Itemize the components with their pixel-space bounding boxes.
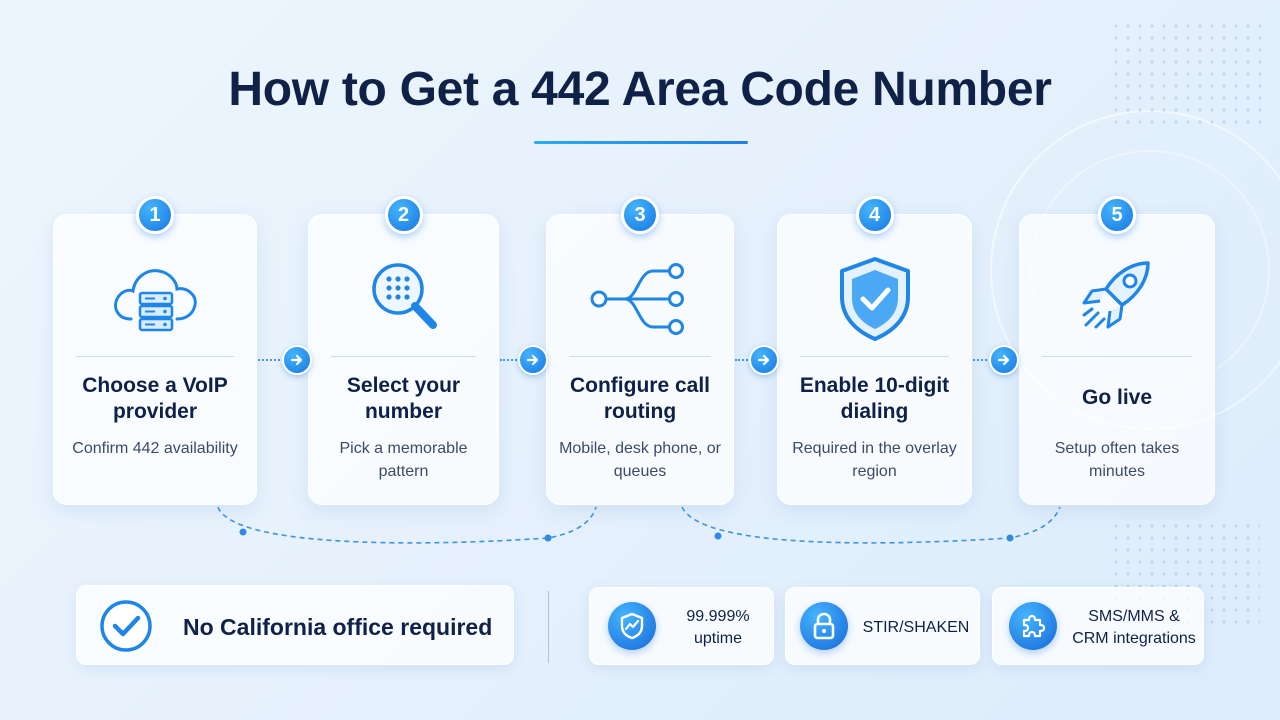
card-divider: [76, 356, 234, 357]
cloud-server-icon: [107, 253, 203, 344]
connector-line: [500, 359, 520, 361]
arrow-right-icon: [749, 345, 779, 375]
step-title: Enable 10-digit dialing: [799, 374, 950, 423]
keypad-search-icon: [356, 253, 452, 348]
step-card-1: 1 Choose a VoIP provider Confirm 442 ava…: [53, 196, 257, 505]
step-number-badge: 5: [1098, 196, 1136, 234]
highlight-text: No California office required: [183, 614, 493, 640]
arrow-right-icon: [282, 345, 312, 375]
feature-text: 99.999% uptime: [686, 608, 750, 647]
step-card-2: 2 Select your number Pick a memorable pa…: [308, 196, 499, 505]
feature-text: SMS/MMS & CRM integrations: [1072, 608, 1196, 647]
check-circle-icon: [99, 599, 153, 658]
shield-check-icon: [830, 253, 920, 350]
step-number-badge: 2: [384, 196, 423, 234]
step-card-3: 3 Configure call routing Mobile, desk ph…: [546, 196, 734, 505]
step-number-badge: 4: [855, 196, 894, 234]
feature-uptime: 99.999% uptime: [589, 587, 774, 665]
arrow-right-icon: [989, 345, 1019, 375]
puzzle-icon: [1009, 602, 1057, 650]
curve-dot: [1006, 534, 1014, 542]
step-title: Choose a VoIP provider: [82, 374, 228, 423]
lock-icon: [800, 602, 848, 650]
page-title: How to Get a 442 Area Code Number: [228, 63, 1052, 116]
curve-dot: [544, 534, 552, 542]
arrow-right-icon: [518, 345, 548, 375]
card-divider: [800, 356, 949, 357]
connector-line: [258, 359, 284, 361]
step-description: Mobile, desk phone, or queues: [559, 440, 721, 480]
routing-branch-icon: [585, 253, 695, 344]
curve-dot: [714, 532, 722, 540]
background-dots: [1110, 20, 1270, 130]
step-description: Confirm 442 availability: [72, 440, 238, 457]
curve-dot: [239, 528, 247, 536]
card-divider: [331, 356, 476, 357]
shield-trend-icon: [608, 602, 656, 650]
title-underline: [534, 141, 748, 144]
step-number-badge: 3: [621, 196, 659, 234]
connector-line: [973, 359, 991, 361]
step-description: Setup often takes minutes: [1054, 440, 1180, 480]
dashed-curve: [681, 506, 1061, 544]
step-card-4: 4 Enable 10-digit dialing Required in th…: [777, 196, 972, 505]
step-number-badge: 1: [136, 196, 174, 234]
card-divider: [569, 356, 711, 357]
step-description: Pick a memorable pattern: [339, 440, 468, 480]
connector-line: [735, 359, 751, 361]
step-card-5: 5 Go live Setup often takes minutes: [1019, 196, 1215, 505]
feature-integrations: SMS/MMS & CRM integrations: [992, 587, 1204, 665]
card-divider: [1042, 356, 1192, 357]
step-title: Go live: [1081, 386, 1153, 409]
vertical-divider: [548, 591, 549, 663]
feature-text: STIR/SHAKEN: [862, 619, 970, 636]
rocket-icon: [1072, 253, 1162, 348]
feature-stir-shaken: STIR/SHAKEN: [785, 587, 980, 665]
highlight-banner: No California office required: [76, 585, 514, 665]
step-title: Select your number: [346, 374, 461, 423]
step-title: Configure call routing: [569, 374, 711, 423]
dashed-curve: [217, 506, 597, 544]
step-description: Required in the overlay region: [792, 440, 957, 480]
